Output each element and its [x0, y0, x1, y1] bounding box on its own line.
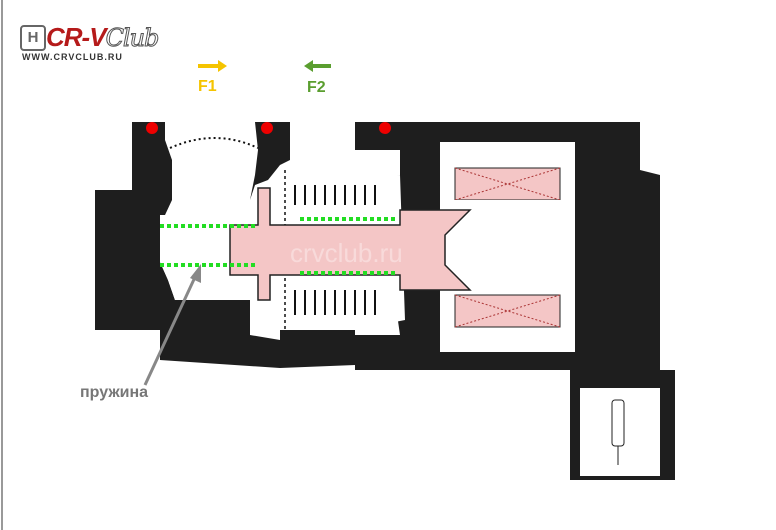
honda-emblem-icon: H	[20, 25, 46, 51]
spring	[160, 217, 395, 275]
seal-dot	[379, 122, 391, 134]
diaphragm	[169, 137, 259, 149]
spring-callout-label: пружина	[80, 384, 149, 401]
f1-arrow-icon	[198, 60, 227, 72]
seal-dot	[261, 122, 273, 134]
f2-arrow-icon	[304, 60, 331, 72]
force-f2-label: F2	[307, 79, 326, 96]
coil-lower	[440, 292, 575, 352]
logo-club: Club	[105, 24, 160, 53]
logo-brand: CR-V	[46, 22, 107, 52]
coil-upper	[440, 142, 575, 202]
callout-arrow	[143, 264, 201, 386]
watermark: crvclub.ru	[290, 238, 403, 268]
logo-url: WWW.CRVCLUB.RU	[22, 52, 123, 62]
plunger	[229, 187, 472, 301]
bellows	[284, 170, 376, 330]
seal-dot	[146, 122, 158, 134]
connector	[580, 388, 660, 476]
force-f1-label: F1	[198, 78, 217, 95]
